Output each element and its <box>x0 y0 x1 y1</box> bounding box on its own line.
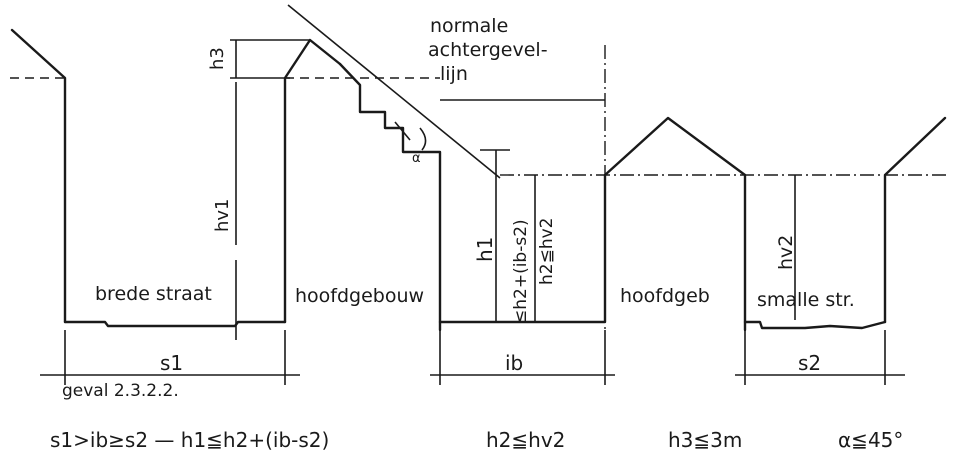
s1-dimension <box>40 330 300 385</box>
brede-straat-ground <box>63 320 287 328</box>
label-brede-straat: brede straat <box>95 283 212 305</box>
h3-dimension <box>230 39 310 79</box>
s2-dimension <box>735 330 905 385</box>
label-hoofdgeb: hoofdgeb <box>620 285 710 307</box>
label-hv2: hv2 <box>775 235 797 270</box>
label-smalle-str: smalle str. <box>757 289 855 311</box>
label-hoofdgebouw: hoofdgebouw <box>295 285 424 307</box>
label-lijn: lijn <box>440 63 468 85</box>
label-s2: s2 <box>798 351 821 375</box>
stepped-roof <box>338 62 442 332</box>
label-ib: ib <box>505 351 523 375</box>
right-building-wall <box>883 116 947 324</box>
label-h1: h1 <box>473 237 497 262</box>
formula-3: h3≦3m <box>668 428 742 452</box>
hoofdgeb-gable <box>603 116 747 332</box>
label-h2-hv2: h2≦hv2 <box>537 218 557 286</box>
formula-4: α≦45° <box>838 428 903 452</box>
alpha-angle-mark <box>394 121 427 151</box>
sky-exposure-line <box>287 4 501 179</box>
label-s1: s1 <box>160 351 183 375</box>
label-achtergevel: achtergevel- <box>428 39 548 61</box>
middle-building <box>438 173 607 324</box>
hoofdgebouw-wall-left <box>283 38 342 324</box>
smalle-straat-ground <box>743 320 887 330</box>
label-normale: normale <box>430 15 508 37</box>
label-h2-ib: ≤h2+(ib-s2) <box>511 219 531 324</box>
formula-1: s1>ib≥s2 — h1≦h2+(ib-s2) <box>50 428 329 452</box>
label-geval: geval 2.3.2.2. <box>62 381 179 401</box>
label-h3: h3 <box>207 47 228 70</box>
label-hv1: hv1 <box>212 198 233 232</box>
formula-2: h2≦hv2 <box>486 428 565 452</box>
label-alpha: α <box>412 151 421 166</box>
left-roof-slope <box>10 28 67 324</box>
h1-dimension <box>480 149 510 322</box>
ib-dimension <box>430 330 615 385</box>
